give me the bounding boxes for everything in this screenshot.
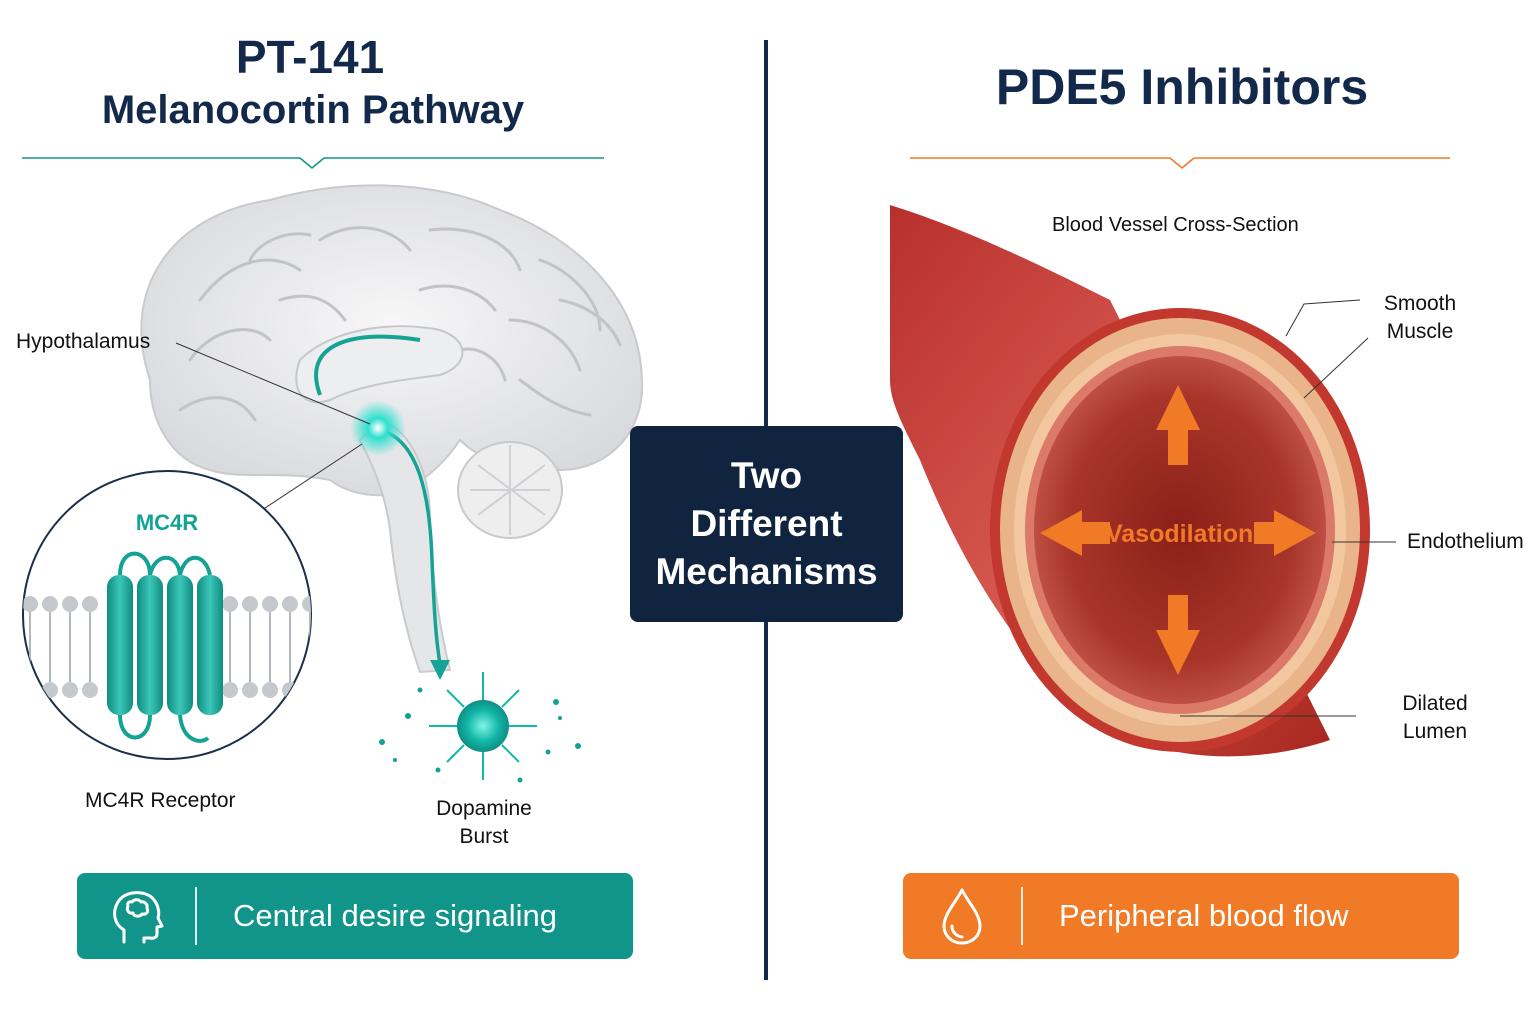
center-mechanisms-box: Two Different Mechanisms	[630, 426, 903, 622]
peripheral-blood-flow-pill: Peripheral blood flow	[903, 873, 1459, 959]
central-desire-label: Central desire signaling	[233, 898, 557, 933]
brain-head-icon	[77, 884, 195, 948]
right-title-underline	[910, 157, 1450, 169]
hypothalamus-glow	[350, 400, 406, 456]
dopamine-burst	[379, 672, 581, 783]
hypothalamus-label: Hypothalamus	[16, 330, 151, 353]
smooth-muscle-label: Smooth Muscle	[1383, 292, 1457, 343]
center-line-2: Different	[690, 503, 843, 544]
right-title: PDE5 Inhibitors	[995, 59, 1369, 115]
endothelium-label: Endothelium	[1407, 530, 1524, 553]
peripheral-blood-flow-label: Peripheral blood flow	[1059, 898, 1349, 933]
mc4r-receptor-helices	[107, 551, 223, 743]
left-title-underline	[22, 157, 604, 169]
blood-vessel	[890, 205, 1396, 757]
left-subtitle: Melanocortin Pathway	[101, 88, 525, 132]
right-illustration	[890, 157, 1450, 757]
blood-drop-icon	[903, 886, 1021, 946]
left-title: PT-141	[235, 31, 385, 83]
dopamine-label: Dopamine Burst	[436, 797, 532, 848]
mc4r-inset	[22, 470, 312, 760]
brain-image	[140, 184, 644, 680]
left-illustration	[22, 157, 644, 783]
mc4r-receptor-label: MC4R Receptor	[85, 789, 236, 812]
center-line-1: Two	[730, 455, 803, 496]
left-leader-lines	[175, 342, 371, 511]
dilated-lumen-label: Dilated Lumen	[1402, 692, 1468, 743]
central-desire-pill: Central desire signaling	[77, 873, 633, 959]
vasodilation-label: Vasodilation	[1106, 520, 1254, 548]
cross-section-label: Blood Vessel Cross-Section	[1052, 214, 1299, 236]
mc4r-label: MC4R	[135, 510, 199, 535]
center-line-3: Mechanisms	[655, 551, 878, 592]
